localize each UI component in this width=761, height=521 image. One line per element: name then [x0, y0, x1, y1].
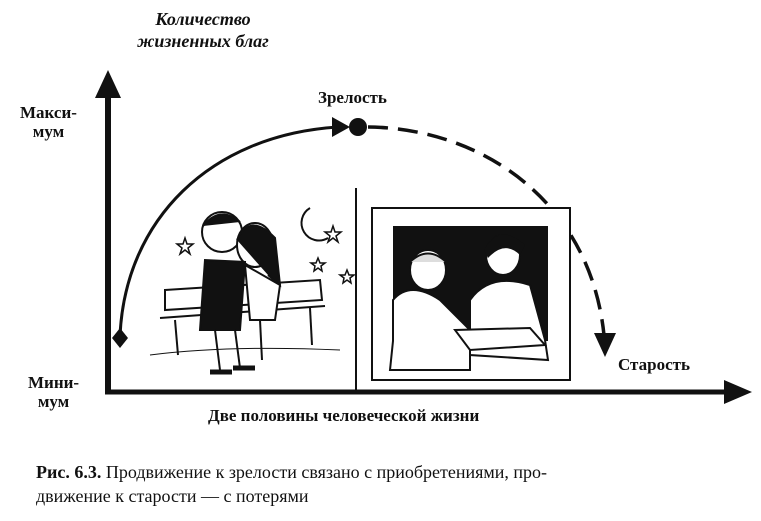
y-min-line2: мум: [37, 392, 70, 411]
caption-number: Рис. 6.3.: [36, 462, 102, 482]
caption-text-line1: Продвижение к зрелости связано с приобре…: [105, 462, 548, 482]
rising-arrowhead: [332, 117, 350, 137]
doctor-patient-illustration: [371, 207, 571, 381]
y-axis-title: Количество жизненных благ: [128, 8, 278, 52]
declining-arrowhead: [594, 333, 616, 357]
y-axis-title-line2: жизненных благ: [137, 31, 269, 51]
old-age-label: Старость: [618, 355, 690, 374]
y-max-line1: Макси-: [20, 103, 77, 122]
y-max-line2: мум: [32, 122, 65, 141]
figure-caption: Рис. 6.3. Продвижение к зрелости связано…: [36, 460, 736, 508]
caption-text-line2: движение к старости — с потерями: [36, 486, 309, 506]
y-min-label: Мини- мум: [28, 373, 79, 411]
x-axis-arrow: [724, 380, 752, 404]
y-axis-arrow: [95, 70, 121, 98]
y-min-line1: Мини-: [28, 373, 80, 392]
declining-curve: [367, 125, 606, 336]
maturity-label: Зрелость: [318, 88, 387, 107]
rising-curve: [118, 125, 339, 337]
maturity-point: [349, 118, 367, 136]
star-icons: [174, 223, 357, 285]
couple-on-bench-illustration: [149, 211, 341, 375]
y-axis-title-line1: Количество: [155, 9, 251, 29]
moon-icon: [300, 207, 329, 242]
diamond-start-marker: [112, 328, 128, 348]
y-max-label: Макси- мум: [20, 103, 77, 141]
x-axis-title: Две половины человеческой жизни: [208, 406, 480, 425]
